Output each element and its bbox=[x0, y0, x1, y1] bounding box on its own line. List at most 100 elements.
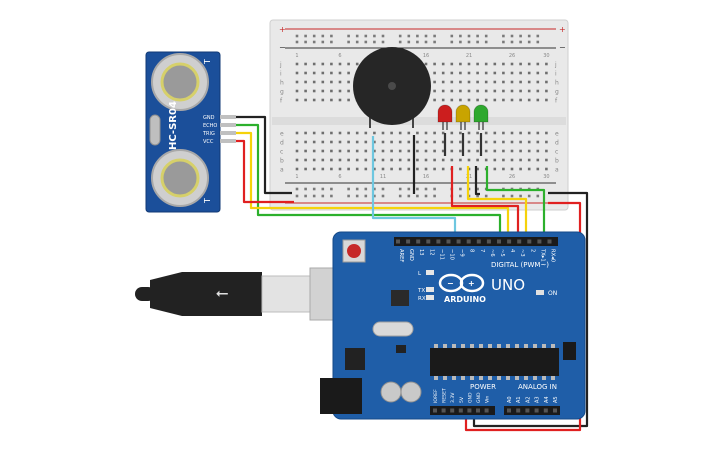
reset-button-cap[interactable] bbox=[347, 244, 361, 258]
sensor-pin[interactable] bbox=[220, 123, 236, 127]
wire-gnd-arduino[interactable] bbox=[472, 191, 589, 428]
sensor-pin[interactable] bbox=[220, 115, 236, 119]
breadboard-hole bbox=[373, 131, 376, 135]
onboard-led-label: L bbox=[418, 271, 422, 277]
wire-sensor-gnd[interactable] bbox=[236, 115, 292, 195]
power-pin-hole[interactable] bbox=[441, 408, 446, 413]
analog-pin-hole[interactable] bbox=[543, 408, 548, 413]
breadboard-hole bbox=[295, 167, 299, 171]
voltage-regulator bbox=[345, 348, 365, 370]
led-red[interactable] bbox=[437, 104, 453, 130]
rail-hole bbox=[510, 40, 514, 44]
wire-led-green[interactable] bbox=[485, 166, 546, 240]
digital-pin-hole[interactable] bbox=[416, 239, 421, 244]
analog-pin-hole[interactable] bbox=[507, 408, 511, 413]
power-pin-hole[interactable] bbox=[450, 408, 455, 413]
breadboard-hole bbox=[493, 158, 497, 162]
breadboard-hole bbox=[407, 131, 411, 135]
digital-pin-hole[interactable] bbox=[547, 239, 552, 244]
breadboard-hole bbox=[364, 140, 368, 144]
digital-pin-hole[interactable] bbox=[527, 239, 532, 244]
breadboard-hole bbox=[459, 140, 462, 144]
sensor-pin[interactable] bbox=[220, 139, 236, 143]
digital-pin-hole[interactable] bbox=[517, 239, 522, 244]
wire-buzzer-signal[interactable] bbox=[371, 136, 457, 240]
power-pin-hole[interactable] bbox=[484, 408, 489, 413]
breadboard-hole bbox=[330, 89, 333, 93]
breadboard-hole bbox=[347, 140, 350, 144]
breadboard-hole bbox=[545, 167, 548, 171]
breadboard-hole bbox=[295, 80, 299, 84]
analog-pin-hole[interactable] bbox=[534, 408, 539, 413]
breadboard-hole bbox=[355, 140, 359, 144]
rail-hole bbox=[364, 40, 368, 44]
chip-pin bbox=[434, 376, 438, 380]
breadboard-hole bbox=[338, 62, 342, 66]
breadboard-hole bbox=[519, 149, 522, 153]
power-pin-hole[interactable] bbox=[476, 408, 480, 413]
usb-chip bbox=[391, 290, 409, 306]
digital-pin-hole[interactable] bbox=[497, 239, 501, 244]
breadboard-hole bbox=[364, 158, 368, 162]
rail-hole bbox=[510, 34, 514, 38]
breadboard-hole bbox=[545, 71, 548, 75]
breadboard-hole bbox=[321, 131, 325, 135]
breadboard-hole bbox=[450, 89, 454, 93]
piezo-buzzer[interactable] bbox=[353, 47, 431, 128]
digital-pin-hole[interactable] bbox=[537, 239, 542, 244]
analog-pin-hole[interactable] bbox=[525, 408, 530, 413]
breadboard-hole bbox=[467, 140, 471, 144]
breadboard-hole bbox=[459, 98, 462, 102]
power-barrel-jack[interactable] bbox=[320, 378, 362, 414]
breadboard-hole bbox=[476, 131, 479, 135]
breadboard-hole bbox=[441, 80, 445, 84]
digital-pin-hole[interactable] bbox=[476, 239, 481, 244]
breadboard-hole bbox=[527, 80, 531, 84]
digital-pin-hole[interactable] bbox=[396, 239, 400, 244]
breadboard-hole bbox=[510, 131, 514, 135]
power-pin-hole[interactable] bbox=[433, 408, 437, 413]
breadboard-hole bbox=[312, 158, 316, 162]
breadboard-hole bbox=[510, 167, 514, 171]
breadboard-hole bbox=[295, 98, 299, 102]
wire-5v-arduino[interactable] bbox=[464, 201, 582, 432]
digital-pin-hole[interactable] bbox=[486, 239, 491, 244]
digital-pin-hole[interactable] bbox=[446, 239, 451, 244]
wire-sensor-vcc[interactable] bbox=[236, 139, 294, 204]
breadboard-hole bbox=[312, 80, 316, 84]
digital-pin-hole[interactable] bbox=[426, 239, 431, 244]
breadboard-hole bbox=[295, 149, 299, 153]
breadboard-hole bbox=[416, 131, 419, 135]
digital-pin-label: 2 bbox=[529, 249, 535, 252]
sensor-pin-label: ECHO bbox=[203, 123, 217, 129]
digital-pin-hole[interactable] bbox=[406, 239, 411, 244]
breadboard-hole bbox=[476, 167, 479, 171]
wire-sensor-trig[interactable] bbox=[236, 131, 510, 240]
wire-led-red[interactable] bbox=[450, 166, 520, 240]
breadboard-hole bbox=[527, 62, 531, 66]
analog-pin-hole[interactable] bbox=[516, 408, 521, 413]
wire-led-gnd[interactable] bbox=[474, 166, 480, 196]
power-pin-hole[interactable] bbox=[458, 408, 463, 413]
rail-hole bbox=[476, 34, 479, 38]
wire-led-yellow[interactable] bbox=[466, 166, 528, 240]
analog-pin-hole[interactable] bbox=[553, 408, 557, 413]
led-green[interactable] bbox=[473, 104, 489, 130]
digital-pin-hole[interactable] bbox=[466, 239, 471, 244]
rail-hole bbox=[347, 194, 350, 198]
digital-pin-hole[interactable] bbox=[436, 239, 441, 244]
row-label: i bbox=[555, 71, 557, 78]
breadboard-hole bbox=[355, 62, 359, 66]
breadboard-hole bbox=[441, 140, 445, 144]
wire-sensor-echo[interactable] bbox=[236, 123, 502, 240]
digital-pin-hole[interactable] bbox=[507, 239, 512, 244]
sensor-pin[interactable] bbox=[220, 131, 236, 135]
led-yellow[interactable] bbox=[455, 104, 471, 130]
power-pin-hole[interactable] bbox=[467, 408, 472, 413]
breadboard-hole bbox=[493, 149, 497, 153]
breadboard-hole bbox=[304, 131, 307, 135]
digital-pin-hole[interactable] bbox=[456, 239, 461, 244]
breadboard-hole bbox=[424, 158, 428, 162]
